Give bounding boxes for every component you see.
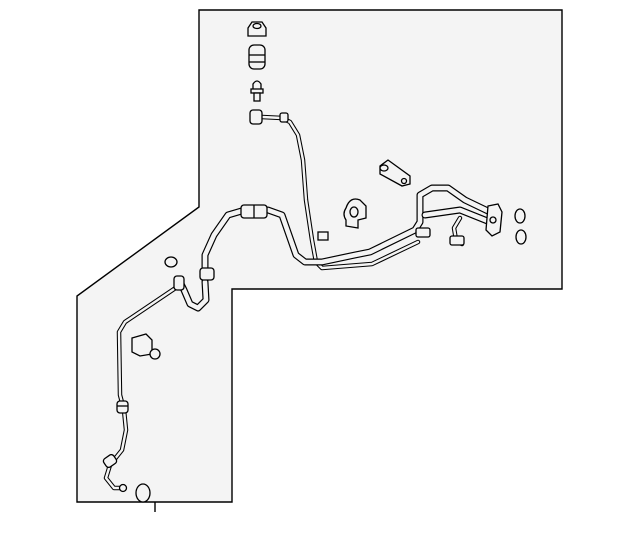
tab-clip [317, 231, 329, 241]
nut-icon [247, 21, 267, 37]
grommet-icon [248, 44, 266, 70]
clip-icon [343, 198, 367, 229]
o-ring-icon [135, 483, 151, 503]
diagram-panel [76, 9, 563, 503]
bracket-icon [379, 159, 411, 187]
o-ring-icon [164, 256, 178, 268]
o-ring-icon [515, 229, 527, 245]
lower-hose [102, 275, 185, 493]
sensor-icon [131, 333, 161, 360]
o-ring-icon [514, 208, 526, 224]
upper-hose [249, 109, 421, 271]
main-hose [176, 184, 503, 312]
stud-icon [250, 80, 264, 102]
